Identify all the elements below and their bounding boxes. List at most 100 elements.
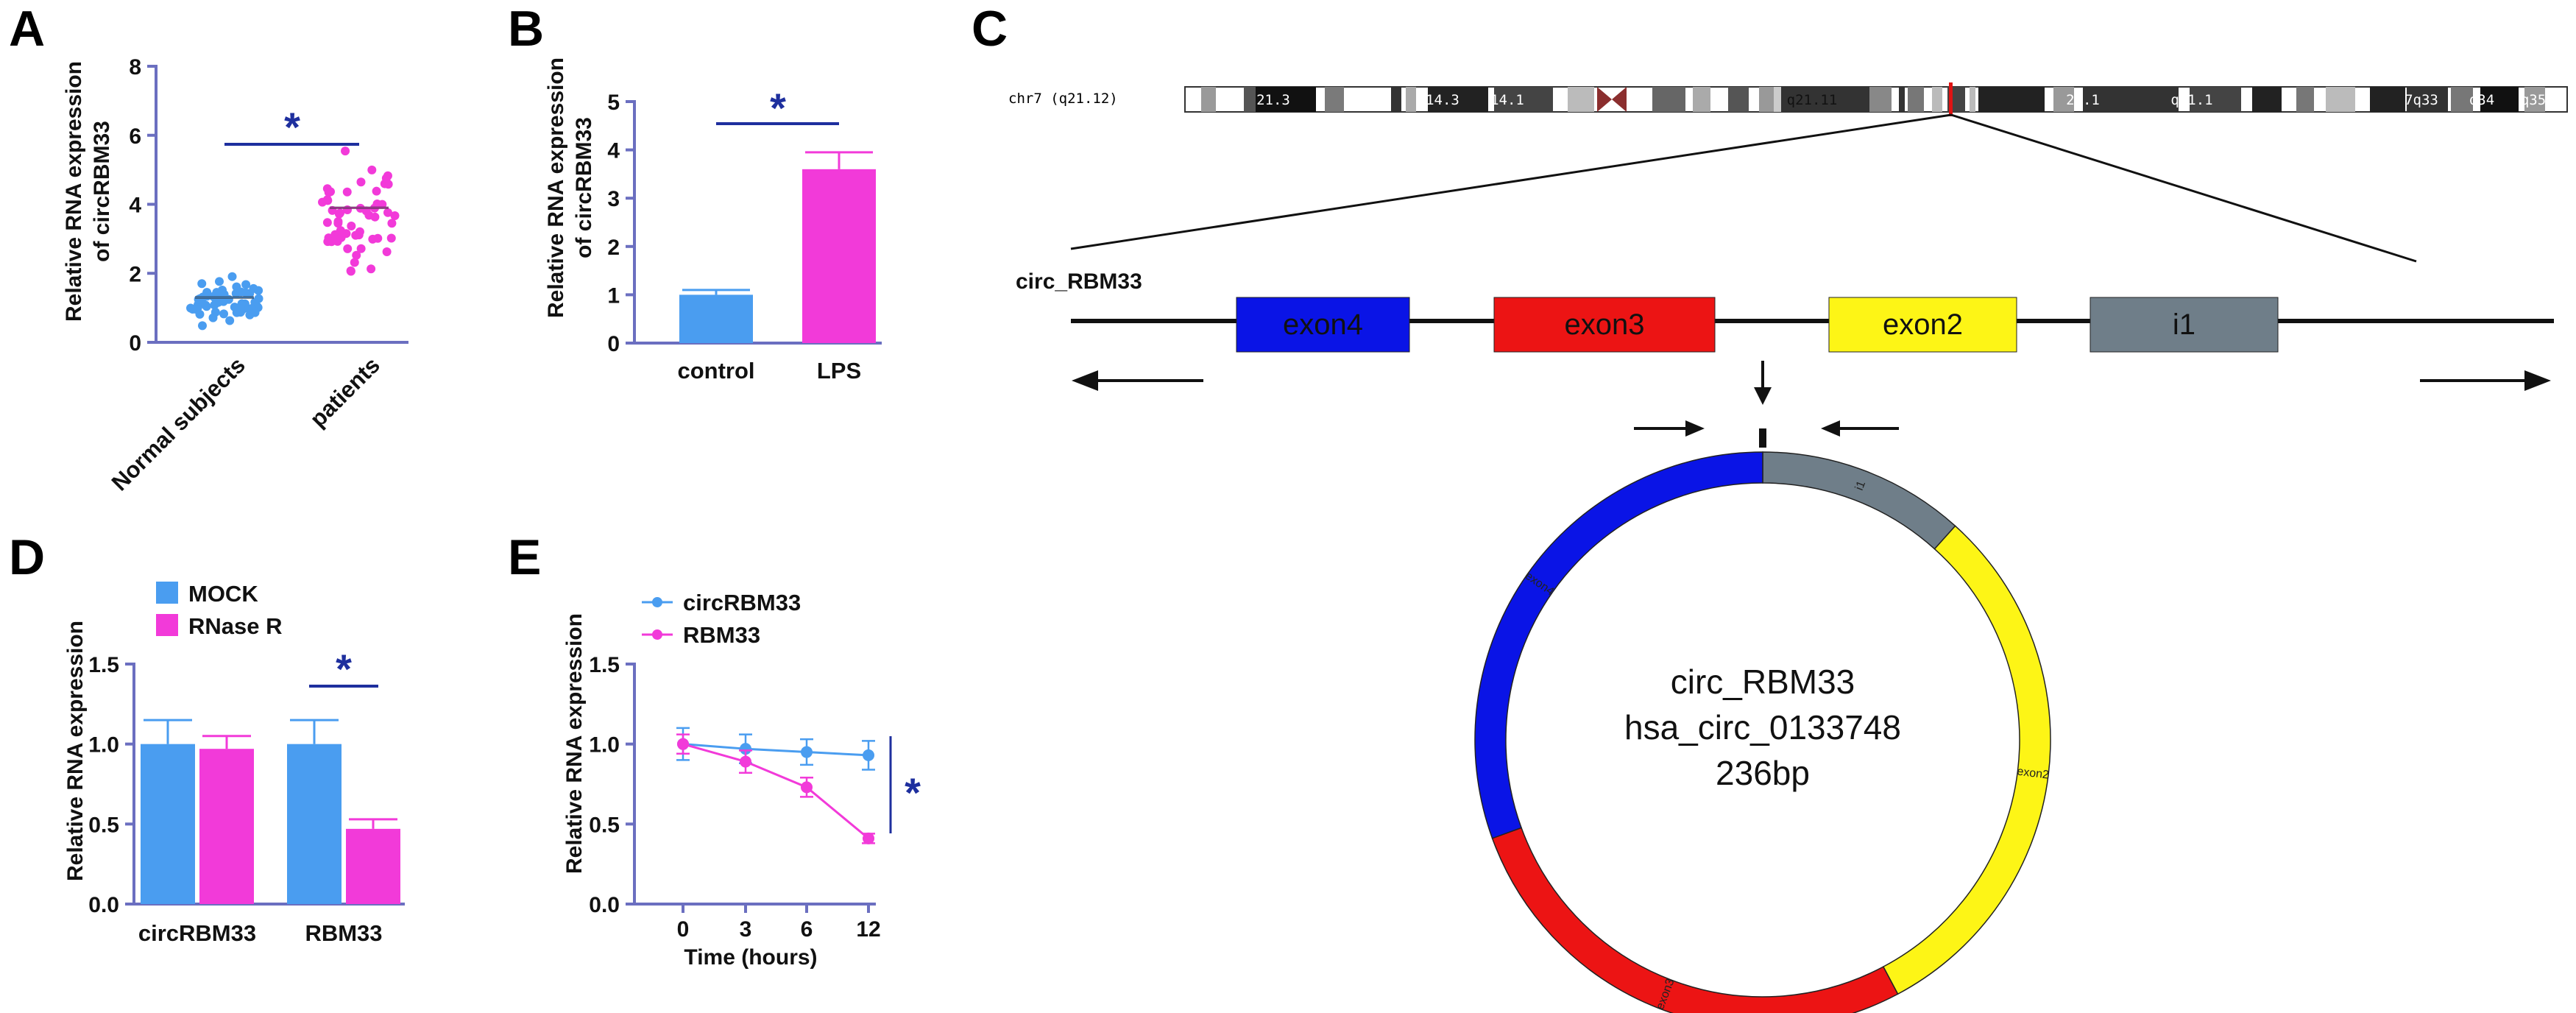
chromosome-band-label: 22.1 (2066, 92, 2100, 108)
panel-a-point (201, 300, 210, 310)
panel-e-lines (676, 727, 875, 844)
panel-a-point (214, 277, 224, 286)
gene-label: circ_RBM33 (1016, 269, 1142, 294)
circle-segment (1474, 451, 1763, 839)
panel-e-y-tick-label: 1.0 (589, 733, 620, 758)
panel-e-point (863, 832, 874, 844)
panel-a-ylabel-line1: Relative RNA expression (62, 61, 86, 322)
panel-e-xlabel: Time (hours) (684, 945, 817, 970)
panel-a-point (336, 208, 345, 218)
panel-letter-a: A (9, 1, 45, 57)
panel-a-point (336, 233, 346, 242)
panel-a-point (367, 264, 376, 274)
panel-a-point (197, 279, 207, 289)
panel-a-point (188, 304, 197, 314)
panel-e: E Relative RNA expression circRBM33RBM33… (508, 529, 921, 970)
panel-e-y-ticks: 0.00.51.01.5 (589, 653, 620, 917)
panel-d-y-tick-label: 1.0 (88, 733, 119, 758)
circ-id-label: hsa_circ_0133748 (1624, 708, 1901, 746)
panel-a-point (213, 297, 223, 307)
circle-segment-label: i1 (1853, 479, 1868, 493)
chromosome-label: chr7 (q21.12) (1008, 91, 1118, 107)
panel-a-point (372, 186, 381, 196)
panel-b-bar (679, 294, 753, 343)
panel-d-bar (287, 744, 342, 904)
panel-e-legend-marker (652, 629, 662, 640)
panel-d-legend-label: MOCK (188, 581, 258, 607)
chromosome-band-label: q21.11 (1787, 92, 1838, 108)
panel-a-point (250, 308, 260, 317)
panel-a-point (378, 200, 387, 209)
chromosome-band-label: 14.3 (1426, 92, 1459, 108)
panel-a-category-label: Normal subjects (107, 352, 250, 495)
panel-e-point (801, 781, 813, 794)
panel-a-y-tick-label: 4 (129, 194, 141, 218)
panel-a-y-tick-label: 2 (129, 262, 141, 286)
panel-a: A Relative RNA expression of circRBM33 0… (9, 1, 408, 496)
panel-b-categories: control LPS (677, 358, 861, 384)
panel-e-legend-marker (652, 597, 662, 607)
panel-a-point (322, 218, 332, 227)
panel-d-ylabel: Relative RNA expression (63, 621, 88, 881)
left-arrow-icon (1072, 370, 1203, 391)
panel-d-legend-swatch (156, 614, 178, 636)
panel-a-point (236, 304, 245, 314)
panel-e-y-tick-label: 0.5 (589, 813, 620, 837)
panel-e-ylabel: Relative RNA expression (562, 613, 587, 874)
panel-a-significance-star: * (284, 104, 300, 150)
panel-b-y-tick-label: 2 (607, 236, 620, 260)
panel-a-point (351, 230, 361, 240)
exon-label: exon4 (1283, 308, 1363, 341)
panel-e-point (801, 746, 813, 758)
panel-a-point (224, 294, 233, 304)
panel-a-point (367, 165, 377, 174)
panel-b-bars (679, 151, 876, 343)
panel-a-point (387, 219, 397, 228)
panel-letter-e: E (508, 529, 541, 585)
panel-a-point (241, 280, 251, 289)
panel-a-point (383, 208, 392, 217)
exon-label: exon2 (1883, 308, 1963, 341)
panel-b-category-label: control (677, 358, 754, 384)
panel-a-point (194, 294, 203, 304)
panel-d-legend-swatch (156, 582, 178, 604)
primer-reverse-arrow-icon (1821, 420, 1899, 437)
panel-e-series-line (682, 743, 869, 840)
panel-e-y-tick-label: 1.5 (589, 653, 620, 677)
circle-segment (1491, 827, 1899, 1013)
panel-e-point (740, 755, 751, 768)
chromosome-band-label: q35 (2521, 92, 2546, 108)
panel-a-point (333, 216, 343, 226)
panel-e-point (740, 743, 751, 755)
panel-e-x-tick-label: 0 (677, 917, 690, 942)
panel-e-x-tick-label: 12 (856, 917, 880, 942)
panel-d-y-tick-label: 0.0 (88, 893, 119, 917)
chromosome-band-label: 7q33 (2405, 92, 2438, 108)
panel-a-point (347, 221, 356, 230)
panel-b-y-tick-label: 5 (607, 91, 620, 115)
exon-blocks: exon4 exon3 exon2 i1 (1236, 297, 2279, 353)
exon-label: exon3 (1565, 308, 1645, 341)
panel-e-point (677, 738, 689, 750)
panel-b-category-label: LPS (817, 358, 861, 384)
back-splice-junction-mark (1759, 428, 1766, 448)
chromosome-ideogram (1184, 82, 2568, 116)
panel-a-point (386, 233, 396, 243)
exon-label: i1 (2173, 308, 2195, 341)
panel-a-point (208, 313, 218, 322)
panel-a-point (356, 244, 366, 253)
panel-c: C chr7 (q21.12) (972, 1, 2568, 1013)
panel-d-category-label: circRBM33 (138, 920, 256, 946)
panel-b-bar (802, 169, 876, 343)
panel-e-x-tick-label: 6 (801, 917, 813, 942)
panel-a-point (370, 212, 380, 222)
panel-a-point (342, 187, 352, 197)
panel-b-ylabel-line1: Relative RNA expression (544, 57, 568, 318)
